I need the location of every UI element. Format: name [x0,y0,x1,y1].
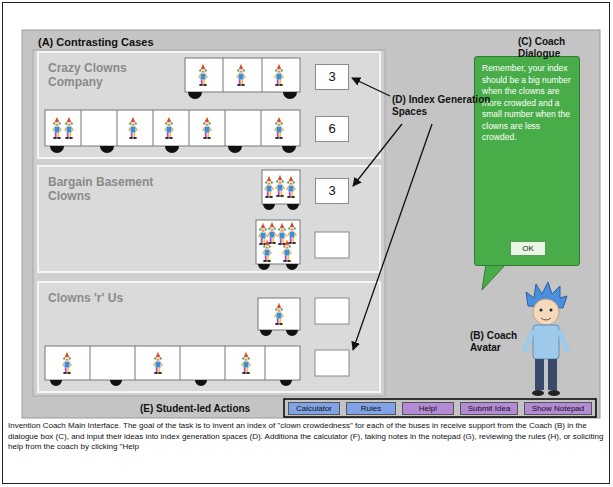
action-button-text: Submit Idea [461,403,517,414]
action-button-text: Calculator [289,403,339,414]
dialogue-box: Remember, your index should be a big num… [474,56,580,266]
index-box: 3 [315,178,349,204]
section-label: (B) Coach Avatar [470,330,522,353]
action-button: Calculator [288,402,340,415]
dialogue-box-text: Remember, your index should be a big num… [482,63,572,144]
action-button: Submit Idea [460,402,518,415]
case-panel: Clowns 'r' Us [38,282,380,392]
section-label: (A) Contrasting Cases [38,36,238,49]
case-panel-text: Bargain Basement Clowns [48,175,173,203]
case-panel-text: Crazy Clowns Company [48,61,173,89]
figure-caption: Invention Coach Main Interface. The goal… [8,421,605,453]
section-label: (E) Student-led Actions [140,403,280,415]
action-button-text: Show Notepad [525,403,591,414]
action-button-text: Help! [403,403,453,414]
index-box-text: 3 [316,65,348,89]
action-button: Rules [346,402,396,415]
ok-button: OK [510,241,546,256]
action-button: Help! [402,402,454,415]
case-panel: Bargain Basement Clowns 3 [38,166,380,272]
ok-button-text: OK [511,242,545,255]
case-panel: Crazy Clowns Company 3 6 [38,52,380,158]
section-label: (D) Index Generation Spaces [392,94,492,117]
section-label: (C) Coach Dialogue [518,36,608,59]
index-box-text: 6 [316,117,348,141]
index-box-text: 3 [316,179,348,203]
index-box: 3 [315,64,349,90]
action-button-text: Rules [347,403,395,414]
case-panel-text: Clowns 'r' Us [48,291,173,305]
index-box: 6 [315,116,349,142]
action-button: Show Notepad [524,402,592,415]
